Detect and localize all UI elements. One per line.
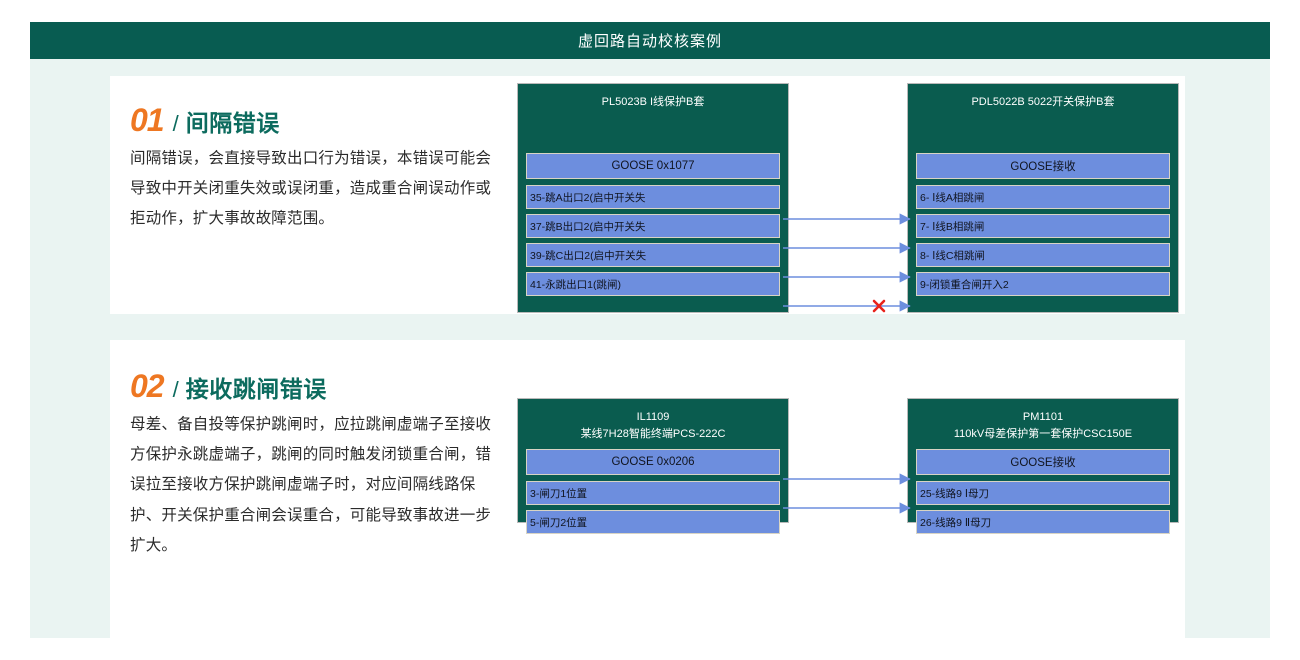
terminal-row[interactable]: 6- Ⅰ线A相跳闸	[916, 185, 1170, 209]
section-01-text-column: 01 / 间隔错误 间隔错误，会直接导致出口行为错误，本错误可能会导致中开关闭重…	[130, 104, 530, 235]
section-02-body: 母差、备自投等保护跳闸时，应拉跳闸虚端子至接收方保护永跳虚端子，跳闸的同时触发闭…	[130, 416, 492, 554]
panel-title-line: 某线7H28智能终端PCS-222C	[580, 428, 726, 441]
section-02-source-panel-title: IL1109 某线7H28智能终端PCS-222C	[518, 399, 788, 443]
section-01-target-panel-title: PDL5022B 5022开关保护B套	[908, 84, 1178, 111]
section-01-target-panel: PDL5022B 5022开关保护B套 GOOSE接收 6- Ⅰ线A相跳闸 7-…	[907, 83, 1179, 313]
section-02-source-panel: IL1109 某线7H28智能终端PCS-222C GOOSE 0x0206 3…	[517, 398, 789, 534]
page-title: 虚回路自动校核案例	[577, 33, 722, 50]
terminal-row[interactable]: 8- Ⅰ线C相跳闸	[916, 243, 1170, 267]
goose-receive-header-row[interactable]: GOOSE接收	[916, 153, 1170, 179]
section-02-target-panel: PM1101 110kV母差保护第一套保护CSC150E GOOSE接收 25-…	[907, 398, 1179, 534]
goose-header-row[interactable]: GOOSE 0x1077	[526, 153, 780, 179]
terminal-row[interactable]: 41-永跳出口1(跳闸)	[526, 272, 780, 296]
panel-title-line: PL5023B I线保护B套	[601, 96, 705, 108]
section-01-source-panel: PL5023B I线保护B套 GOOSE 0x1077 35-跳A出口2(启中开…	[517, 83, 789, 313]
terminal-row[interactable]: 7- Ⅰ线B相跳闸	[916, 214, 1170, 238]
section-01-source-panel-title: PL5023B I线保护B套	[518, 84, 788, 111]
section-02-heading: 02 / 接收跳闸错误	[130, 370, 530, 402]
terminal-row[interactable]: 37-跳B出口2(启中开关失	[526, 214, 780, 238]
error-cross-icon	[872, 299, 886, 313]
section-02-target-rows: GOOSE接收 25-线路9 Ⅰ母刀 26-线路9 Ⅱ母刀	[916, 449, 1170, 539]
section-01-body: 间隔错误，会直接导致出口行为错误，本错误可能会导致中开关闭重失效或误闭重，造成重…	[130, 150, 492, 228]
section-card-01: 01 / 间隔错误 间隔错误，会直接导致出口行为错误，本错误可能会导致中开关闭重…	[110, 76, 1185, 314]
section-02-separator: /	[172, 377, 179, 402]
terminal-row[interactable]: 35-跳A出口2(启中开关失	[526, 185, 780, 209]
section-02-number: 02	[130, 368, 165, 404]
terminal-row[interactable]: 3-闸刀1位置	[526, 481, 780, 505]
section-01-source-rows: GOOSE 0x1077 35-跳A出口2(启中开关失 37-跳B出口2(启中开…	[526, 153, 780, 301]
panel-title-line: 110kV母差保护第一套保护CSC150E	[953, 428, 1133, 441]
terminal-row[interactable]: 39-跳C出口2(启中开关失	[526, 243, 780, 267]
panel-title-line: PM1101	[1022, 411, 1064, 423]
section-02-title: 接收跳闸错误	[185, 376, 327, 402]
section-02-target-panel-title: PM1101 110kV母差保护第一套保护CSC150E	[908, 399, 1178, 443]
section-01-target-rows: GOOSE接收 6- Ⅰ线A相跳闸 7- Ⅰ线B相跳闸 8- Ⅰ线C相跳闸 9-…	[916, 153, 1170, 301]
page-title-bar: 虚回路自动校核案例	[30, 22, 1270, 59]
panel-title-line: PDL5022B 5022开关保护B套	[971, 96, 1115, 108]
section-card-02: 02 / 接收跳闸错误 母差、备自投等保护跳闸时，应拉跳闸虚端子至接收方保护永跳…	[110, 340, 1185, 638]
section-01-number: 01	[130, 102, 165, 138]
section-02-source-rows: GOOSE 0x0206 3-闸刀1位置 5-闸刀2位置	[526, 449, 780, 539]
terminal-row[interactable]: 26-线路9 Ⅱ母刀	[916, 510, 1170, 534]
terminal-row[interactable]: 5-闸刀2位置	[526, 510, 780, 534]
section-01-separator: /	[172, 111, 179, 136]
section-01-heading: 01 / 间隔错误	[130, 104, 530, 136]
section-01-title: 间隔错误	[185, 110, 280, 136]
terminal-row[interactable]: 9-闭锁重合闸开入2	[916, 272, 1170, 296]
goose-header-row[interactable]: GOOSE 0x0206	[526, 449, 780, 475]
section-02-text-column: 02 / 接收跳闸错误 母差、备自投等保护跳闸时，应拉跳闸虚端子至接收方保护永跳…	[130, 370, 530, 561]
goose-receive-header-row[interactable]: GOOSE接收	[916, 449, 1170, 475]
panel-title-line: IL1109	[636, 411, 670, 423]
terminal-row[interactable]: 25-线路9 Ⅰ母刀	[916, 481, 1170, 505]
